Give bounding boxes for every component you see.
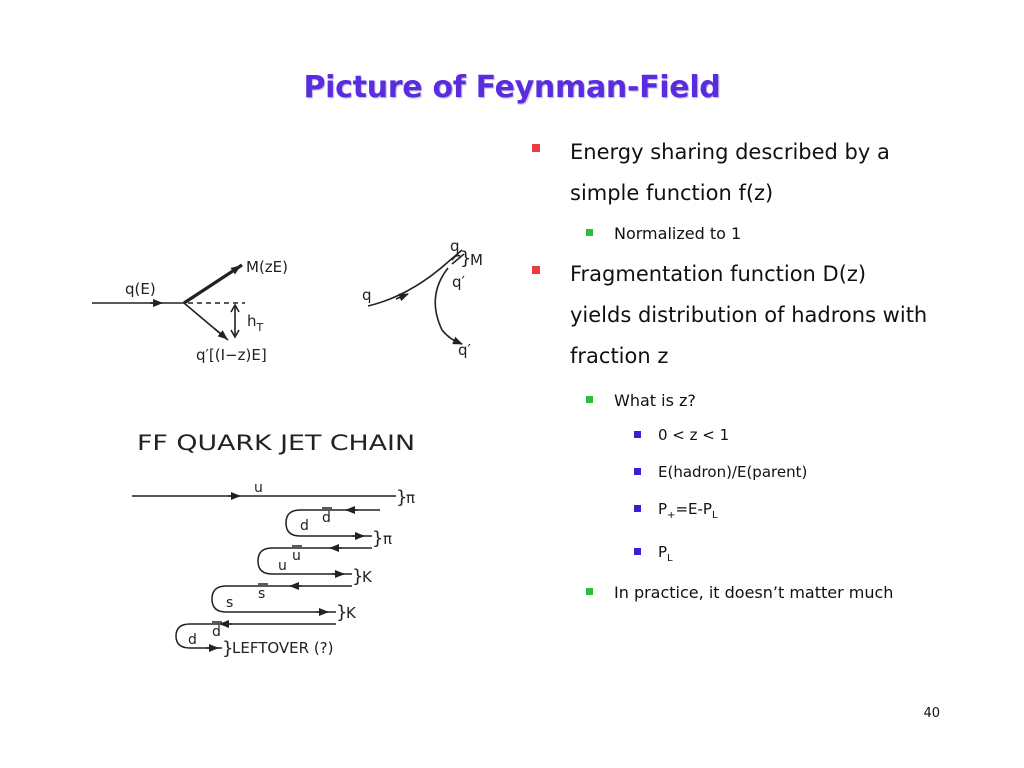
- chain-k-2: K: [346, 604, 357, 622]
- pair-brace: }: [460, 248, 471, 269]
- bullet-marker: [586, 588, 593, 595]
- chain-u-label: u: [254, 480, 263, 496]
- meson-label: M(zE): [246, 258, 288, 276]
- chain-brace-1: }: [396, 487, 407, 508]
- pair-q-top-label: q: [450, 237, 460, 255]
- chain-brace-4: }: [336, 602, 347, 623]
- bullet-what-is-z: What is z?: [532, 385, 932, 417]
- bullet-marker: [634, 505, 641, 512]
- bullet-normalized: Normalized to 1: [532, 218, 932, 250]
- bullet-energy-sharing: Energy sharing described by a simple fun…: [532, 132, 932, 214]
- chain-pi-1: π: [406, 489, 415, 507]
- pair-q-in-label: q: [362, 286, 372, 304]
- chain-dbar2-label: d: [212, 624, 221, 640]
- bullet-list: Energy sharing described by a simple fun…: [532, 132, 932, 609]
- quark-jet-chain: [132, 492, 396, 652]
- vertex-diagram: [92, 263, 245, 341]
- bullet-marker: [532, 266, 540, 274]
- slide-title: Picture of Feynman-Field: [303, 70, 721, 105]
- outgoing-quark-label: q′[(I−z)E]: [196, 346, 267, 364]
- transverse-label: hT: [247, 312, 264, 334]
- chain-d-label: d: [300, 518, 309, 534]
- chain-heading: FF QUARK JET CHAIN: [137, 431, 415, 455]
- bullet-marker: [634, 431, 641, 438]
- chain-d2-label: d: [188, 632, 197, 648]
- bullet-fragmentation: Fragmentation function D(z) yields distr…: [532, 254, 932, 377]
- feynman-field-diagram: q(E) M(zE) hT q′[(I−z)E] q q } M q′ q′ F…: [92, 237, 483, 659]
- bullet-p-plus: P+=E-PL: [532, 491, 932, 534]
- chain-brace-2: }: [372, 528, 383, 549]
- chain-s-label: s: [226, 595, 233, 611]
- chain-u2-label: u: [278, 558, 287, 574]
- bullet-z-range: 0 < z < 1: [532, 417, 932, 454]
- bullet-p-l: PL: [532, 534, 932, 577]
- incoming-quark-label: q(E): [125, 280, 156, 298]
- chain-dbar-label: d: [322, 510, 331, 526]
- bullet-marker: [586, 396, 593, 403]
- chain-k-1: K: [362, 568, 373, 586]
- chain-sbar-label: s: [258, 586, 265, 602]
- bullet-marker: [586, 229, 593, 236]
- bullet-marker: [532, 144, 540, 152]
- pair-qbar-label: q′: [452, 273, 466, 291]
- bullet-in-practice: In practice, it doesn’t matter much: [532, 577, 932, 609]
- slide-number: 40: [923, 706, 940, 721]
- bullet-marker: [634, 468, 641, 475]
- pair-creation-diagram: [367, 249, 465, 345]
- chain-ubar-label: u: [292, 548, 301, 564]
- chain-brace-3: }: [352, 566, 363, 587]
- chain-brace-5: }: [222, 638, 233, 659]
- chain-leftover-label: LEFTOVER (?): [232, 639, 334, 657]
- pair-q-out-label: q′: [458, 341, 472, 359]
- pair-meson-label: M: [470, 251, 483, 269]
- bullet-energy-ratio: E(hadron)/E(parent): [532, 454, 932, 491]
- chain-pi-2: π: [383, 530, 392, 548]
- bullet-marker: [634, 548, 641, 555]
